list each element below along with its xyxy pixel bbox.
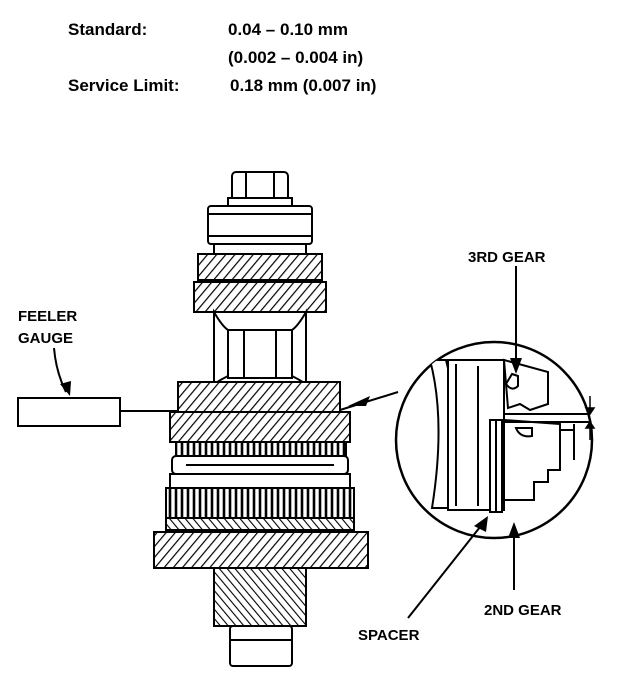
second-gear-arrow xyxy=(508,522,520,590)
second-gear-label: 2ND GEAR xyxy=(484,602,562,619)
standard-value-mm: 0.04 – 0.10 mm xyxy=(228,20,349,39)
third-gear-body xyxy=(169,381,351,443)
detail-leader xyxy=(339,391,399,411)
shaft-neck xyxy=(213,308,307,386)
first-gear xyxy=(153,531,369,569)
second-gear-body xyxy=(165,473,355,531)
third-gear-label: 3RD GEAR xyxy=(468,249,546,266)
feeler-gauge-arrow xyxy=(53,347,71,396)
standard-inch-row: (0.002 – 0.004 in) xyxy=(68,44,488,72)
locknut xyxy=(227,171,293,207)
spacer-label: SPACER xyxy=(358,627,420,644)
shaft-lower xyxy=(213,567,307,667)
countershaft-assembly xyxy=(153,171,369,667)
clearance-indicator xyxy=(584,396,596,440)
upper-gear xyxy=(193,253,327,313)
standard-label: Standard: xyxy=(68,20,148,39)
detail-magnifier xyxy=(394,340,596,540)
top-bearing xyxy=(207,205,313,255)
feeler-gauge xyxy=(17,397,178,427)
service-limit-value: 0.18 mm (0.007 in) xyxy=(230,76,377,95)
feeler-gauge-label-line1: FEELER xyxy=(18,308,77,325)
standard-value-in: (0.002 – 0.004 in) xyxy=(228,48,364,67)
spacer-arrow xyxy=(407,516,488,619)
specification-block: Standard: 0.04 – 0.10 mm (0.002 – 0.004 … xyxy=(68,16,488,100)
third-gear-arrow xyxy=(510,266,522,374)
service-limit-row: Service Limit: 0.18 mm (0.007 in) xyxy=(68,72,488,100)
synchro-ring xyxy=(171,441,349,475)
service-limit-label: Service Limit: xyxy=(68,76,180,95)
feeler-gauge-label-line2: GAUGE xyxy=(18,330,73,347)
standard-row: Standard: 0.04 – 0.10 mm xyxy=(68,16,488,44)
